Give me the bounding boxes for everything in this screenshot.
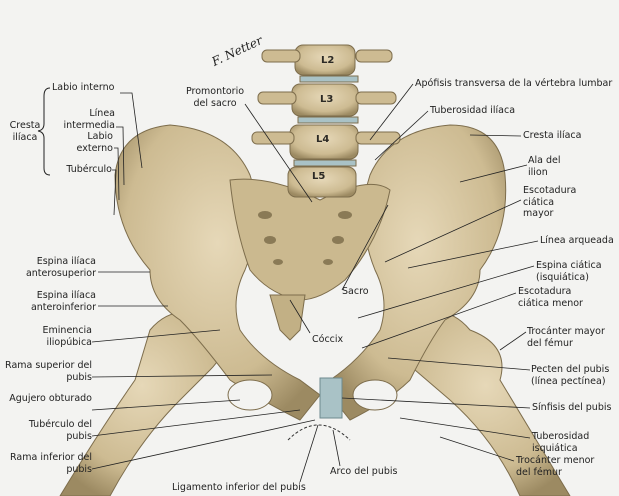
label-linea-arqueada: Línea arqueada — [540, 235, 614, 246]
label-espina-ciatica: Espina ciática (isquiática) — [536, 260, 602, 283]
label-cresta-iliaca-group: Cresta ilíaca — [9, 120, 41, 143]
label-sacro: Sacro — [342, 286, 369, 297]
label-agujero-obturado: Agujero obturado — [9, 393, 92, 404]
coccyx — [269, 294, 306, 341]
label-arco-pubis: Arco del pubis — [330, 466, 398, 477]
lumbar-vertebrae — [251, 44, 401, 198]
vertebra-l4-label: L4 — [316, 134, 330, 145]
label-apofisis-transversa: Apófisis transversa de la vértebra lumba… — [415, 78, 613, 89]
label-cresta-iliaca: Cresta ilíaca — [523, 130, 582, 141]
label-ala-ilion: Ala del ilion — [528, 155, 561, 178]
label-linea-intermedia: Línea intermedia — [63, 108, 115, 131]
right-obturator-foramen — [227, 379, 273, 411]
label-escotadura-mayor: Escotadura ciática mayor — [523, 185, 577, 219]
label-rama-inferior-pubis: Rama inferior del pubis — [10, 452, 92, 475]
label-trocanter-menor: Trocánter menor del fémur — [516, 455, 595, 478]
label-trocanter-mayor: Trocánter mayor del fémur — [527, 326, 605, 349]
pubic-arch — [287, 424, 351, 441]
vertebra-l2-label: L2 — [321, 55, 335, 66]
label-sinfisis-pubis: Sínfisis del pubis — [532, 402, 612, 413]
pubic-symphysis — [319, 377, 343, 419]
label-tuberosidad-iliaca: Tuberosidad ilíaca — [430, 105, 516, 116]
label-escotadura-menor: Escotadura ciática menor — [518, 286, 583, 309]
vertebra-l3-label: L3 — [320, 94, 334, 105]
label-labio-externo: Labio externo — [76, 131, 113, 154]
label-labio-interno: Labio interno — [52, 82, 115, 93]
label-tuberculo: Tubérculo — [66, 164, 112, 175]
label-rama-superior-pubis: Rama superior del pubis — [5, 360, 92, 383]
label-tuberosidad-isquiatica: Tuberosidad isquiática — [532, 431, 590, 454]
label-promontorio-sacro: Promontorio del sacro — [185, 86, 245, 109]
right-ilium — [114, 124, 321, 421]
label-ligamento-inferior-pubis: Ligamento inferior del pubis — [172, 482, 306, 493]
vertebra-l5-label: L5 — [312, 171, 326, 182]
label-pecten-pubis: Pecten del pubis (línea pectínea) — [531, 364, 610, 387]
leader-lines — [91, 83, 539, 483]
cresta-brace — [37, 87, 51, 176]
label-eminencia-iliopubica: Eminencia iliopúbica — [42, 325, 92, 348]
label-espina-anteroinferior: Espina ilíaca anteroinferior — [30, 290, 96, 313]
label-tuberculo-pubis: Tubérculo del pubis — [28, 419, 92, 442]
label-espina-anterosuperior: Espina ilíaca anterosuperior — [25, 256, 96, 279]
left-obturator-foramen — [352, 379, 398, 411]
label-coccix: Cóccix — [312, 334, 344, 345]
